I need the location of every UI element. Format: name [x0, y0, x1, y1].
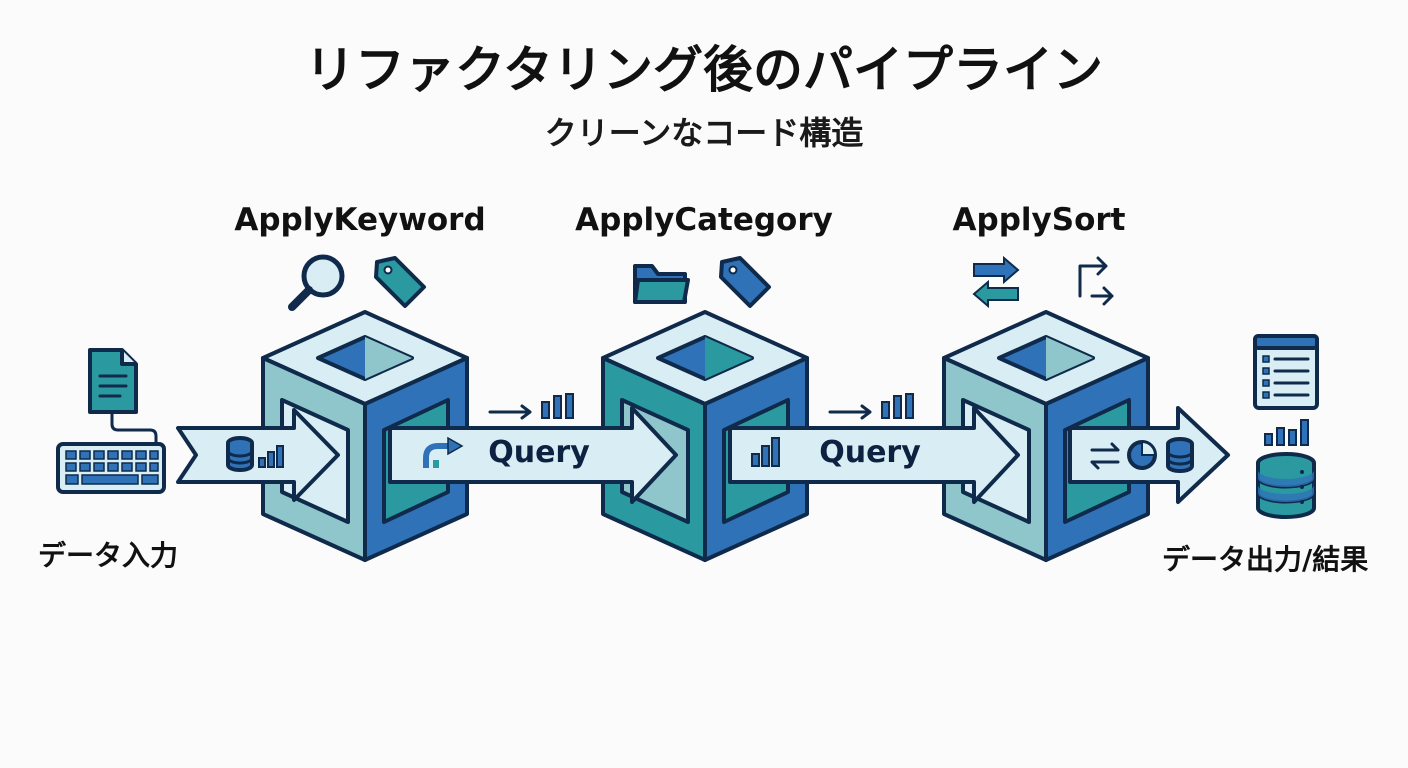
merge-arrow-icon [423, 436, 464, 468]
folder-icon [633, 264, 690, 304]
bar-chart-icon [541, 393, 574, 419]
search-icon [288, 254, 345, 311]
stage-label-keyword: ApplyKeyword [234, 202, 486, 238]
list-icon [1253, 334, 1319, 410]
bar-chart-icon [881, 393, 914, 419]
swap-arrows-icon [972, 255, 1020, 309]
flow-arrow-query-1 [388, 406, 678, 504]
arrow-right-icon [828, 404, 872, 420]
stage-label-sort: ApplySort [952, 202, 1126, 238]
bar-chart-icon [1264, 419, 1309, 446]
tag-icon [719, 256, 771, 308]
flow-arrow-query-2 [728, 406, 1020, 504]
database-icon [1256, 452, 1316, 519]
branch-arrow-icon [1078, 256, 1114, 306]
page-title: リファクタリング後のパイプライン [305, 41, 1103, 99]
swap-arrows-icon [1090, 442, 1120, 470]
page-subtitle: クリーンなコード構造 [544, 114, 864, 152]
keyboard-cable [110, 412, 158, 446]
flow-arrow-input [176, 408, 340, 502]
database-icon [1166, 437, 1194, 473]
database-icon [226, 436, 254, 472]
connector-label-1: Query [488, 435, 590, 470]
arrow-right-icon [488, 404, 532, 420]
bar-chart-icon [751, 437, 780, 467]
tag-icon [374, 256, 426, 308]
input-label: データ入力 [38, 539, 179, 572]
output-label: データ出力/結果 [1162, 543, 1369, 576]
connector-label-2: Query [819, 435, 921, 470]
pie-chart-icon [1127, 440, 1157, 470]
document-icon [88, 348, 138, 414]
bar-chart-icon [258, 445, 284, 468]
stage-label-category: ApplyCategory [575, 202, 833, 238]
keyboard-icon [56, 442, 166, 494]
